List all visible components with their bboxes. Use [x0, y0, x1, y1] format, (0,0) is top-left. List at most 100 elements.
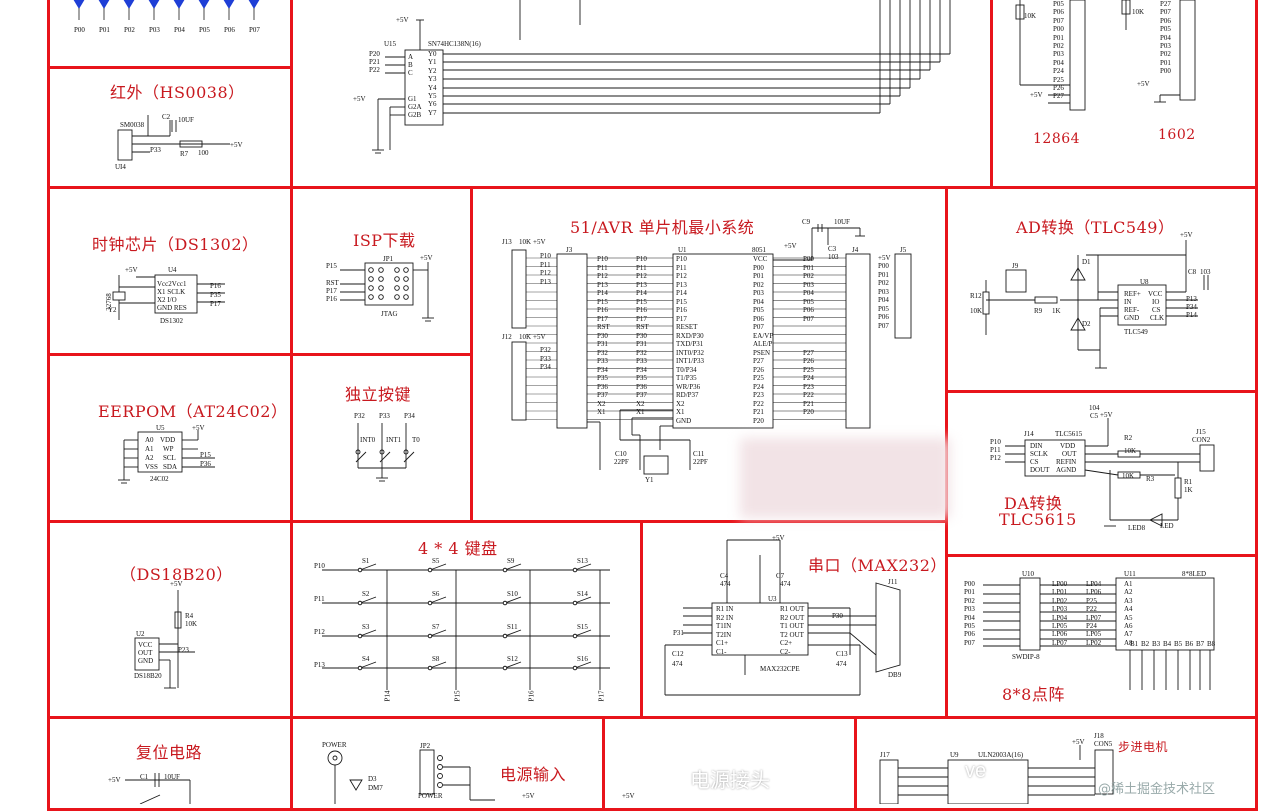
clock-port-0: P16	[210, 282, 221, 290]
mcu-u1-port-15: P36	[636, 382, 647, 391]
lcd12864-pin-10: P26	[1053, 84, 1064, 92]
ad-d2: D2	[1082, 320, 1091, 328]
title-da-2: TLC5615	[999, 510, 1077, 529]
clock-pin-2: X2 I/O	[157, 296, 177, 304]
lcd-pot-1: 10K	[1024, 12, 1037, 20]
da-ref: J14	[1024, 430, 1034, 438]
ad-res: R12	[970, 292, 982, 300]
reset-cap-val: 10UF	[164, 773, 180, 781]
mcu-left-pin-12: INT1/P33	[676, 357, 704, 365]
decoder-in-0: P20	[369, 50, 380, 58]
title-mcu: 51/AVR 单片机最小系统	[570, 218, 755, 237]
mcu-j5-port-5: P05	[878, 304, 889, 313]
led-label-3: P03	[149, 26, 160, 34]
serial-left-pin-3: T2IN	[716, 630, 732, 639]
mcu-j3-port-13: P34	[597, 365, 608, 374]
lcd12864-pin-0: P05	[1053, 0, 1064, 8]
reset-cap: C1	[140, 773, 149, 781]
keypad-switch-contact-10	[502, 633, 508, 639]
led-array-icons	[73, 0, 260, 20]
eeprom-a1: A1	[145, 445, 154, 453]
matrix-sw: SWDIP-8	[1012, 653, 1040, 661]
mcu-right-pin-3: P02	[753, 280, 764, 289]
mcu-u1-port-3: P13	[636, 280, 647, 289]
da-port-0: P10	[990, 438, 1001, 446]
keypad-col-3: P17	[597, 690, 606, 702]
led-array: P00 P01 P02 P03 P04 P05 P06 P07	[60, 0, 290, 40]
keypad-switch-label-4: S2	[362, 590, 370, 598]
mcu-j5-port-7: P07	[878, 321, 889, 330]
keypad-switch-label-3: S13	[577, 557, 588, 565]
serial-left-pin-0: R1 IN	[716, 605, 734, 613]
mcu-left-pin-2: P12	[676, 272, 687, 280]
ad-supply: +5V	[1180, 231, 1193, 239]
mcu-j12-port-2: P34	[540, 363, 551, 371]
mcu-u1-port-17: X2	[636, 399, 645, 408]
ds18-supply: +5V	[170, 580, 183, 588]
lcd12864-pin-6: P03	[1053, 50, 1064, 59]
serial-cap-1: C7	[776, 572, 785, 580]
keypad-switch-1	[429, 563, 447, 571]
lcd12864-pin-3: P00	[1053, 25, 1064, 34]
mcu-c11-val: 22PF	[693, 458, 708, 466]
lcd12864-pin-11: P27	[1053, 92, 1064, 101]
lcd12864-pin-7: P04	[1053, 58, 1064, 67]
mcu-u1-port-10: P31	[636, 340, 647, 348]
mcu-j13-port-0: P10	[540, 252, 551, 260]
mcu-right-pin-8: P07	[753, 323, 764, 331]
mcu-right-pin-17: P22	[753, 399, 764, 408]
ir-port: P33	[150, 146, 161, 154]
mcu-j4-port-13: P25	[803, 365, 814, 374]
mcu-right-pin-10: ALE/P	[753, 340, 773, 348]
led-label-0: P00	[74, 26, 85, 34]
da-r1-val: 1K	[1184, 486, 1193, 494]
serial-supply: +5V	[772, 534, 785, 542]
keypad-switch-5	[429, 596, 447, 604]
mcu-u1-port-9: P30	[636, 331, 647, 340]
mcu-right-pin-0: VCC	[753, 255, 768, 263]
stepper-j18: J18	[1094, 732, 1104, 740]
mcu-c9-val: 10UF	[834, 218, 850, 226]
ds18-port: P23	[178, 646, 189, 654]
mcu-left-pin-7: P17	[676, 314, 687, 323]
ad-pin-refp: REF+	[1124, 290, 1141, 298]
da-r3-val: 10K	[1122, 472, 1135, 480]
serial-cap-val-2: 474	[672, 660, 683, 668]
mcu-j5: J5	[900, 246, 907, 254]
keypad-switch-contact-8	[357, 633, 363, 639]
mcu-j4-port-7: P07	[803, 314, 814, 323]
serial-cap-val-3: 474	[836, 660, 847, 668]
matrix-lp-left-6: LP06	[1052, 630, 1068, 639]
ir-supply: +5V	[230, 141, 243, 149]
da-pin-vdd: VDD	[1060, 442, 1076, 450]
da-pin-agnd: AGND	[1056, 466, 1077, 474]
title-infrared: 红外（HS0038）	[110, 83, 245, 102]
matrix-part: 8*8LED	[1182, 570, 1207, 578]
matrix-port-7: P07	[964, 638, 975, 647]
matrix-a-pin-6: A7	[1124, 630, 1133, 639]
serial-right-pin-0: R1 OUT	[780, 605, 805, 613]
eeprom-part: 24C02	[150, 475, 169, 483]
reset-supply: +5V	[108, 776, 121, 784]
da-c5-val: 104	[1089, 404, 1100, 412]
mcu-j3-port-18: X1	[597, 408, 606, 416]
keypad-row-1: P11	[314, 595, 325, 603]
lcd12864-pin-2: P07	[1053, 16, 1064, 25]
mcu-j4-port-1: P01	[803, 263, 814, 272]
title-clock: 时钟芯片（DS1302）	[92, 235, 259, 254]
eeprom-supply: +5V	[192, 424, 205, 432]
stepper-part: ULN2003A(16)	[978, 751, 1024, 759]
matrix-b-pin-6: B7	[1196, 640, 1205, 648]
matrix-lp-right-4: LP07	[1086, 613, 1102, 622]
matrix-lp-left-3: LP03	[1052, 605, 1068, 614]
mcu-left-pin-4: P14	[676, 289, 687, 297]
lcd1602-pin-8: P00	[1160, 67, 1171, 76]
da-port-2: P12	[990, 454, 1001, 462]
lcd-pot-2: 10K	[1132, 8, 1145, 16]
mcu-right-pin-13: P26	[753, 365, 764, 374]
btn-port-2: P34	[404, 412, 415, 420]
mcu-j3-port-7: P17	[597, 314, 608, 323]
keypad-switch-7	[574, 596, 592, 604]
mcu-left-pin-6: P16	[676, 306, 687, 314]
da-r2-val: 10K	[1124, 447, 1137, 455]
